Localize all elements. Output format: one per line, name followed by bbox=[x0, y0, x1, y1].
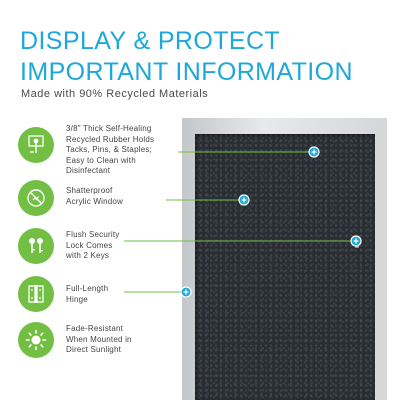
feature-hinge-text: Full-Length Hinge bbox=[66, 284, 109, 304]
feature-fade-text: Fade-Resistant When Mounted in Direct Su… bbox=[66, 324, 132, 354]
bulletin-board-image bbox=[182, 118, 387, 400]
feature-lock-text: Flush Security Lock Comes with 2 Keys bbox=[66, 230, 120, 260]
rubber-board-surface bbox=[195, 134, 375, 400]
feature-rubber-text: 3/8" Thick Self-Healing Recycled Rubber … bbox=[66, 124, 155, 175]
headline-line-2: IMPORTANT INFORMATION bbox=[20, 58, 353, 86]
callout-lock bbox=[124, 235, 362, 247]
callout-acrylic bbox=[166, 194, 250, 206]
subheadline: Made with 90% Recycled Materials bbox=[21, 88, 209, 100]
pushpin-icon bbox=[18, 127, 54, 163]
keys-icon bbox=[18, 228, 54, 264]
headline: DISPLAY & PROTECT IMPORTANT INFORMATION bbox=[20, 26, 353, 88]
headline-line-1: DISPLAY & PROTECT bbox=[20, 27, 281, 55]
shatterproof-icon bbox=[18, 180, 54, 216]
callout-hinge bbox=[124, 286, 192, 298]
hinge-icon bbox=[18, 276, 54, 312]
feature-acrylic-text: Shatterproof Acrylic Window bbox=[66, 186, 124, 206]
sun-icon bbox=[18, 322, 54, 358]
callout-rubber bbox=[178, 146, 320, 158]
